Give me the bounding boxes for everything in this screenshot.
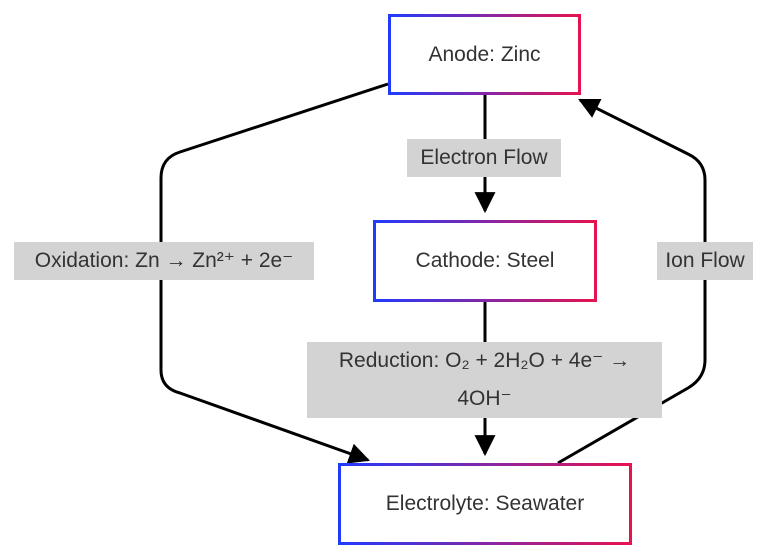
electrolyte-label: Electrolyte: Seawater (385, 492, 585, 515)
ion-flow-label: Ion Flow (657, 242, 753, 280)
electrolyte-node: Electrolyte: Seawater (338, 463, 632, 545)
cathode-label: Cathode: Steel (415, 249, 555, 272)
anode-label: Anode: Zinc (428, 42, 541, 66)
anode-node: Anode: Zinc (388, 14, 581, 95)
reduction-label-line2: 4OH⁻ (457, 387, 512, 410)
reduction-label: Reduction: O₂ + 2H₂O + 4e⁻ → 4OH⁻ (307, 342, 662, 418)
reduction-label-line1: Reduction: O₂ + 2H₂O + 4e⁻ → (338, 349, 631, 372)
cathode-node: Cathode: Steel (373, 220, 597, 302)
electron-flow-label: Electron Flow (407, 139, 561, 177)
oxidation-label: Oxidation: Zn → Zn²⁺ + 2e⁻ (14, 242, 314, 280)
